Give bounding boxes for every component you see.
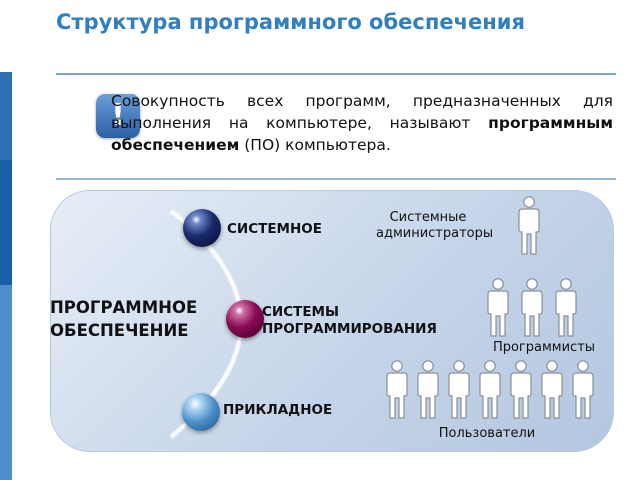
- person-icon: [386, 360, 408, 419]
- person-icon: [572, 360, 594, 419]
- definition-term: программным обеспечением: [111, 114, 613, 154]
- person-icon: [417, 360, 439, 419]
- programming-systems-node: [226, 300, 264, 338]
- left-accent-bar: [0, 160, 12, 285]
- person-icon: [555, 278, 577, 337]
- person-icon: [521, 278, 543, 337]
- person-icon: [479, 360, 501, 419]
- person-icon: [541, 360, 563, 419]
- definition-lead: Совокупность всех программ, предназначен…: [111, 92, 613, 132]
- system-software-node: [183, 209, 221, 247]
- person-icon: [487, 278, 509, 337]
- branch-label-applied: ПРИКЛАДНОЕ: [223, 402, 333, 418]
- definition-text: Совокупность всех программ, предназначен…: [111, 90, 613, 156]
- slide-title: Структура программного обеспечения: [56, 10, 525, 34]
- branch-label-programming: СИСТЕМЫ ПРОГРАММИРОВАНИЯ: [262, 304, 437, 337]
- left-accent-bar: [0, 72, 12, 160]
- left-accent-bar: [0, 285, 12, 480]
- branch-label-system: СИСТЕМНОЕ: [227, 221, 322, 237]
- root-label: ПРОГРАММНОЕ ОБЕСПЕЧЕНИЕ: [50, 298, 198, 340]
- exclamation-icon: !: [96, 94, 140, 138]
- person-icon: [518, 196, 540, 255]
- group-caption-admins: Системные администраторы: [376, 210, 494, 241]
- application-software-node: [182, 393, 220, 431]
- person-icon: [510, 360, 532, 419]
- definition-tail: (ПО) компьютера.: [239, 136, 391, 154]
- person-icon: [448, 360, 470, 419]
- definition-divider: [56, 178, 616, 180]
- group-caption-users: Пользователи: [438, 426, 536, 441]
- group-caption-programmers: Программисты: [492, 340, 596, 355]
- diagram-panel: [50, 190, 614, 452]
- title-divider: [56, 73, 616, 75]
